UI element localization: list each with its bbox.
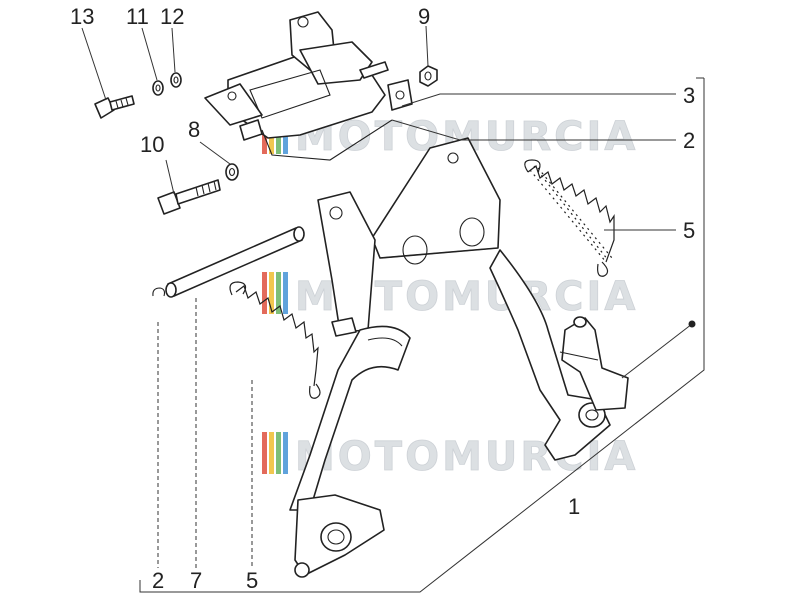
spring-upper — [524, 159, 615, 277]
callout-12: 12 — [160, 4, 184, 29]
center-stand — [289, 137, 629, 578]
watermark-stripe — [262, 272, 267, 314]
callout-2-bottom: 2 — [152, 568, 164, 593]
callout-1: 1 — [568, 494, 580, 519]
watermark-stripe — [276, 432, 281, 474]
pivot-shaft — [165, 226, 305, 298]
washer-8-hole — [228, 167, 236, 177]
callout-dot — [688, 320, 696, 328]
callout-5-right: 5 — [683, 218, 695, 243]
bolt-13 — [94, 95, 135, 119]
watermark-stripe — [283, 272, 288, 314]
spring-lower — [229, 281, 321, 399]
callout-labels: 13 11 12 9 3 2 5 10 8 1 2 7 5 — [70, 4, 695, 593]
callout-10: 10 — [140, 132, 164, 157]
watermark-middle: MOTOMURCIA — [262, 272, 636, 320]
circlip — [152, 287, 166, 297]
bolt-10 — [157, 179, 221, 215]
watermark-stripe — [276, 272, 281, 314]
washer-12-hole — [173, 76, 179, 84]
nut-9 — [419, 65, 438, 87]
washer-8 — [225, 163, 239, 181]
callout-8: 8 — [188, 117, 200, 142]
callout-11: 11 — [126, 4, 149, 29]
watermark-stripe — [269, 272, 274, 314]
watermark-stripe — [262, 432, 267, 474]
leader-lines — [81, 25, 705, 593]
callout-7: 7 — [190, 568, 202, 593]
watermark-stripe — [269, 432, 274, 474]
washer-12 — [170, 72, 182, 88]
mounting-bracket — [204, 11, 413, 161]
washer-11-hole — [155, 84, 161, 92]
callout-3: 3 — [683, 83, 695, 108]
callout-2-top: 2 — [683, 128, 695, 153]
washer-11 — [152, 80, 164, 96]
callout-5-bottom: 5 — [246, 568, 258, 593]
callout-9: 9 — [418, 4, 430, 29]
callout-13: 13 — [70, 4, 94, 29]
watermark-stripe — [283, 432, 288, 474]
